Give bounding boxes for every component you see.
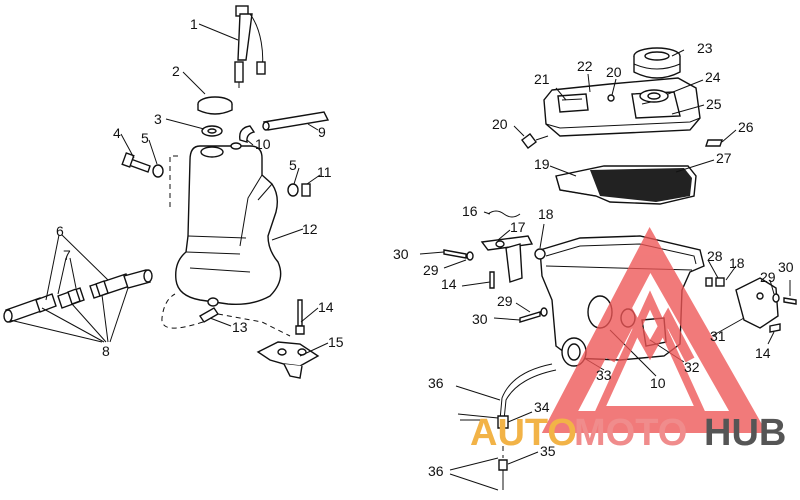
callout-27: 27 (716, 150, 732, 166)
tank-cap (197, 96, 233, 115)
fasteners-left (443, 248, 548, 323)
air-filter (555, 165, 697, 205)
mount-bolt (121, 152, 151, 173)
mount-bracket (480, 235, 534, 283)
callout-30-mid: 30 (472, 311, 488, 327)
hose-clamp-set (3, 269, 153, 323)
callout-labels: 1 2 3 4 5 5 6 7 8 9 10 11 12 13 14 15 16… (56, 16, 794, 479)
callout-10-right: 10 (650, 375, 666, 391)
leader-lines-right (419, 49, 791, 491)
oil-tank (169, 142, 282, 306)
airbox-cover (543, 77, 701, 137)
callout-30-right: 30 (778, 259, 794, 275)
mount-nut (301, 183, 311, 197)
spring-clip (487, 210, 521, 218)
callout-2: 2 (172, 63, 180, 79)
callout-6: 6 (56, 223, 64, 239)
leader-lines-left (9, 23, 329, 357)
cover-clip (705, 139, 723, 147)
cap-gasket (201, 125, 223, 137)
callout-20-top: 20 (606, 64, 622, 80)
callout-5-right: 5 (289, 157, 297, 173)
dipstick-vent-tube (234, 5, 266, 88)
callout-14-right: 14 (755, 345, 771, 361)
callout-1: 1 (190, 16, 198, 32)
callout-31: 31 (710, 328, 726, 344)
callout-28: 28 (707, 248, 723, 264)
callout-29-right: 29 (760, 269, 776, 285)
airbox-assembly (419, 47, 797, 491)
oil-tank-assembly (3, 5, 330, 379)
cover-screw-left (521, 133, 549, 149)
callout-14-left: 14 (318, 299, 334, 315)
callout-23: 23 (697, 40, 713, 56)
automotohub-watermark (541, 227, 767, 433)
callout-10-left: 10 (255, 136, 271, 152)
callout-33: 33 (596, 367, 612, 383)
watermark-auto: AUTO (470, 412, 577, 454)
mount-washer-right (287, 183, 299, 197)
elbow-fitting (239, 125, 256, 143)
callout-15: 15 (328, 334, 344, 350)
outlet-fitting (199, 297, 219, 323)
callout-32: 32 (684, 359, 700, 375)
watermark-text: AUTO MOTO HUB (470, 412, 786, 454)
callout-36-top: 36 (428, 375, 444, 391)
intake-cap (633, 47, 681, 79)
callout-20-left: 20 (492, 116, 508, 132)
callout-3: 3 (154, 111, 162, 127)
callout-30-left: 30 (393, 246, 409, 262)
callout-36-bottom: 36 (428, 463, 444, 479)
callout-22: 22 (577, 58, 593, 74)
watermark-hub: HUB (704, 412, 786, 454)
bracket-bolt (295, 299, 305, 335)
intake-grommet (639, 89, 669, 103)
callout-17: 17 (510, 219, 526, 235)
callout-12: 12 (302, 221, 318, 237)
callout-11: 11 (317, 164, 332, 180)
intake-boot (561, 337, 587, 367)
oil-line-dashed-1 (161, 293, 204, 329)
mount-washer-left (152, 164, 164, 178)
callout-18-left: 18 (538, 206, 554, 222)
callout-16: 16 (462, 203, 478, 219)
callout-35: 35 (540, 443, 556, 459)
callout-7: 7 (63, 247, 71, 263)
callout-29-left: 29 (423, 262, 439, 278)
callout-34: 34 (534, 399, 550, 415)
callout-8: 8 (102, 343, 110, 359)
callout-29-mid: 29 (497, 293, 513, 309)
oil-line-dashed-2 (217, 313, 291, 337)
fasteners-right (705, 277, 797, 333)
callout-5-left: 5 (141, 130, 149, 146)
callout-19: 19 (534, 156, 550, 172)
callout-13: 13 (232, 319, 248, 335)
callout-26: 26 (738, 119, 754, 135)
tank-bracket (256, 341, 320, 379)
drain-tube (497, 363, 557, 490)
callout-18-right: 18 (729, 255, 745, 271)
vent-hose (262, 111, 330, 131)
side-plate (735, 277, 779, 329)
callout-25: 25 (706, 96, 722, 112)
callout-4: 4 (113, 125, 121, 141)
callout-9: 9 (318, 124, 326, 140)
watermark-moto: MOTO (574, 412, 687, 454)
callout-21: 21 (534, 71, 550, 87)
callout-24: 24 (705, 69, 721, 85)
callout-14-mid: 14 (441, 276, 457, 292)
